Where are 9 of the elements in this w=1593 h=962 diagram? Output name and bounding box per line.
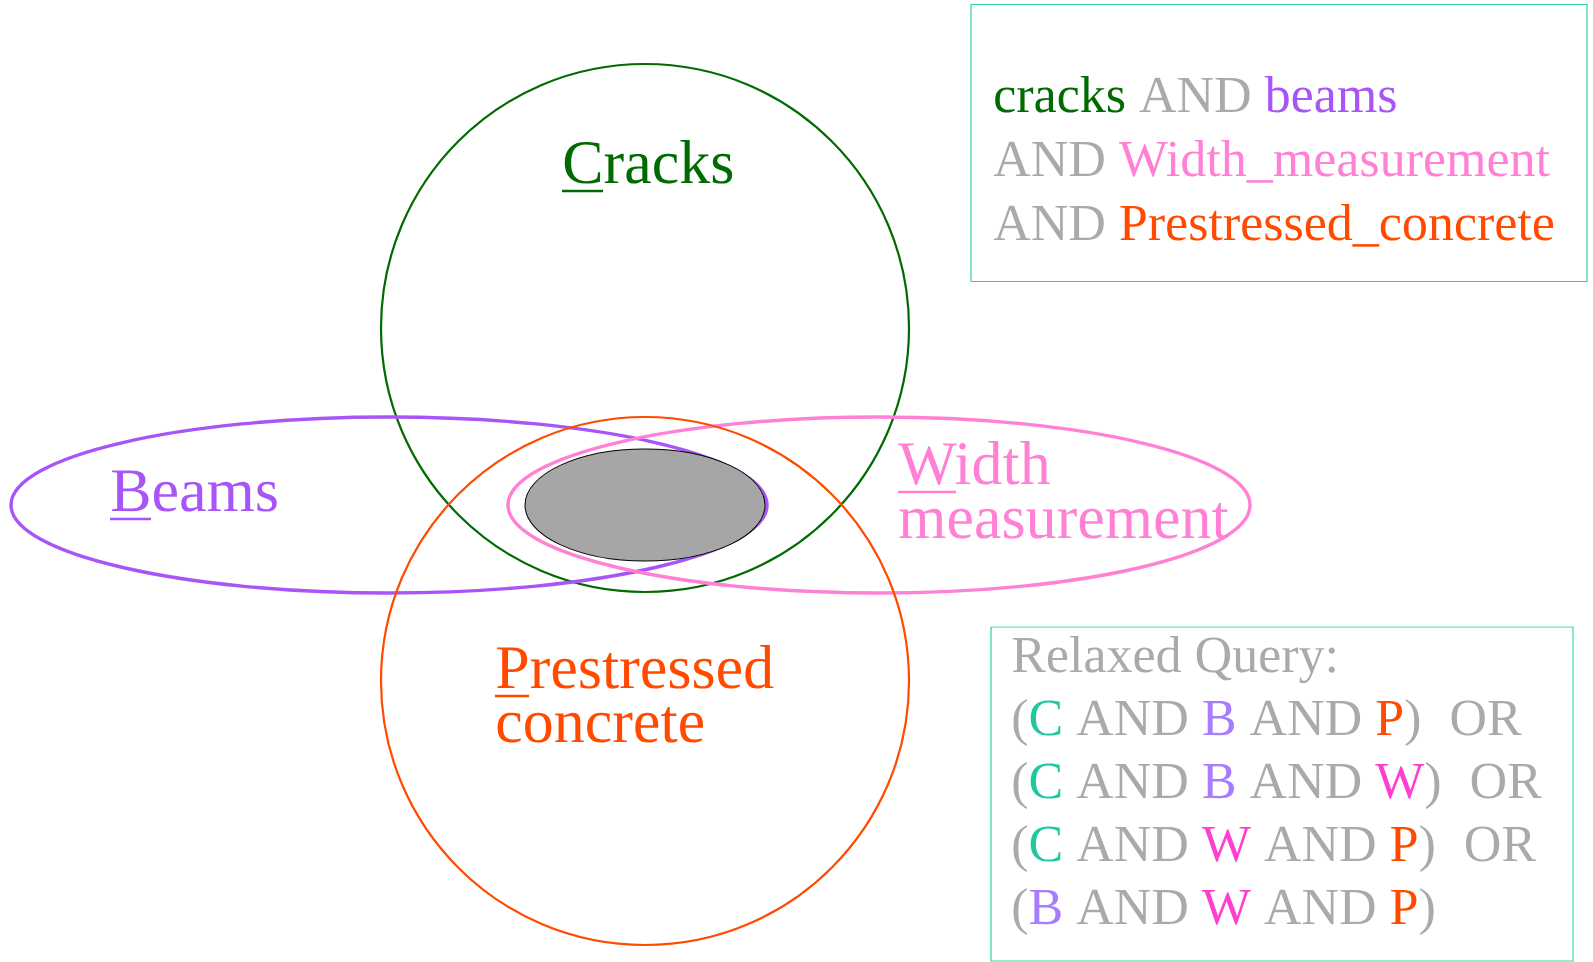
- query-box: Relaxed Query: (C AND B AND P) OR (C AND B AND W) OR (C AND W AND P) OR (B AND W AND P): [990, 626, 1574, 962]
- set-label: Width measurement: [898, 441, 1229, 539]
- set-label: Cracks: [562, 140, 733, 193]
- query-box: cracks AND beams AND Width_measurement AND Prestressed_concrete: [970, 3, 1588, 283]
- set-ellipse: [9, 415, 769, 595]
- set-ellipse: [506, 415, 1252, 595]
- set-label: Prestressed concrete: [495, 645, 774, 743]
- shaded-ellipse: [524, 448, 766, 562]
- set-label: Beams: [110, 470, 277, 521]
